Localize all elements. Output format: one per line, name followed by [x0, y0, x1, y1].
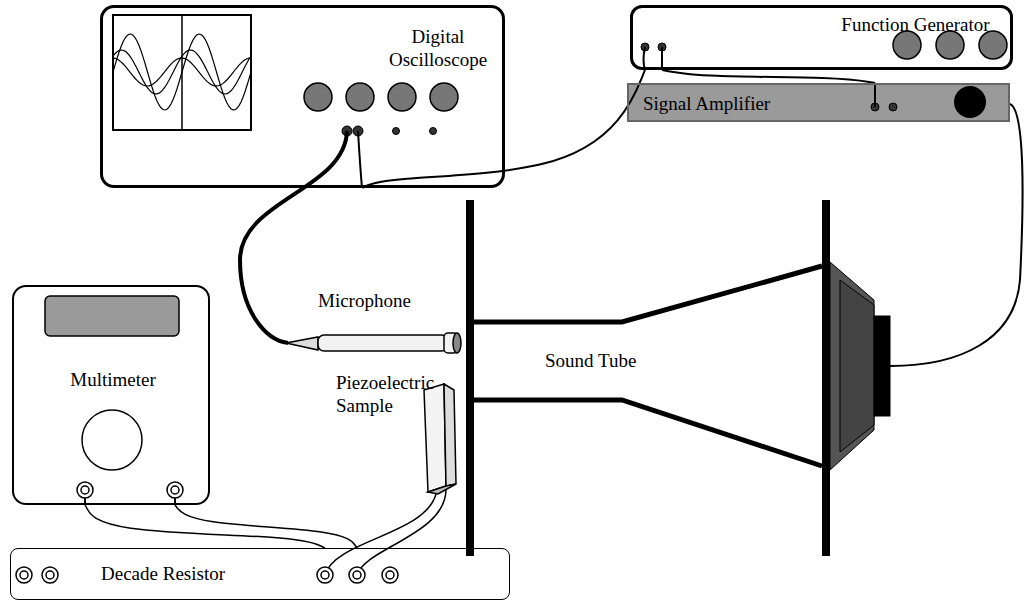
part-label: Microphone: [318, 290, 438, 313]
sample-wire: [357, 490, 446, 575]
waveform: [113, 34, 251, 110]
multimeter-display: [45, 296, 179, 336]
knob: [979, 31, 1007, 59]
resistor-box: Decade Resistor: [10, 548, 510, 600]
waveform: [113, 58, 251, 86]
speaker-cable: [890, 104, 1023, 366]
amplifier-box: Signal Amplifier: [627, 83, 1010, 122]
tube-plate: [466, 200, 474, 556]
microphone: [286, 337, 318, 350]
speaker: [830, 262, 890, 470]
cable: [358, 131, 362, 188]
multimeter-display: [45, 296, 179, 336]
microphone: [318, 335, 448, 351]
microphone-cable: [240, 131, 347, 343]
knob: [936, 31, 964, 59]
jack: [393, 128, 400, 135]
piezoelectric-sample: [424, 384, 446, 492]
multimeter-dial: [82, 410, 142, 470]
sample-wire: [325, 494, 436, 575]
piezoelectric-sample: [424, 384, 456, 494]
knob: [430, 83, 458, 111]
speaker-cable: [890, 104, 1023, 366]
microphone: [453, 333, 461, 353]
generator-box: Function Generator: [630, 5, 1013, 70]
terminal: [46, 571, 54, 579]
terminal: [386, 571, 394, 579]
terminal: [349, 567, 365, 583]
terminal: [16, 567, 32, 583]
cable: [662, 70, 875, 83]
amplifier-knob: [954, 86, 986, 118]
terminal: [167, 482, 183, 498]
microphone: [286, 333, 461, 353]
amplifier-body: [627, 83, 1010, 122]
tube-plate: [822, 200, 830, 556]
oscilloscope-box: Digital Oscilloscope: [100, 5, 505, 188]
knob: [388, 83, 416, 111]
cable: [661, 47, 663, 70]
knob: [304, 83, 332, 111]
oscilloscope-screen: [113, 15, 251, 130]
speaker: [874, 316, 890, 416]
speaker: [840, 280, 874, 452]
terminal: [353, 571, 361, 579]
piezoelectric-sample: [444, 384, 456, 486]
node-label: Decade Resistor: [101, 563, 261, 586]
cable: [175, 505, 357, 548]
sound-tube: [474, 400, 822, 466]
sound-tube: [474, 266, 822, 322]
part-label: Sound Tube: [545, 350, 655, 373]
waveform: [113, 50, 251, 94]
node-label: Digital Oscilloscope: [368, 26, 508, 72]
amplifier-body: [627, 83, 1010, 122]
jack: [889, 103, 897, 111]
cable: [85, 505, 325, 548]
node-label: Function Generator: [823, 14, 1008, 37]
multimeter-box: Multimeter: [12, 285, 210, 505]
sample-wire: [325, 490, 446, 575]
piezoelectric-sample: [428, 484, 456, 494]
terminal: [42, 567, 58, 583]
node-label: Signal Amplifier: [643, 93, 843, 116]
part-label: Piezoelectric Sample: [336, 372, 444, 418]
microphone-cable: [240, 131, 347, 343]
sound-tube: [474, 266, 822, 466]
tube-plate: [466, 200, 830, 556]
oscilloscope-screen: [113, 15, 251, 130]
amplifier-knob: [954, 86, 986, 118]
node-label: Multimeter: [18, 369, 208, 392]
terminal: [81, 486, 89, 494]
cable: [874, 83, 876, 107]
jack: [430, 128, 437, 135]
knob: [346, 83, 374, 111]
terminal: [171, 486, 179, 494]
waveform: [113, 34, 251, 110]
terminal: [321, 571, 329, 579]
knob: [893, 31, 921, 59]
cable: [644, 47, 646, 70]
terminal: [317, 567, 333, 583]
multimeter-dial: [82, 410, 142, 470]
terminal: [77, 482, 93, 498]
terminal: [382, 567, 398, 583]
speaker: [830, 262, 874, 470]
terminal: [20, 571, 28, 579]
cable: [85, 47, 875, 505]
